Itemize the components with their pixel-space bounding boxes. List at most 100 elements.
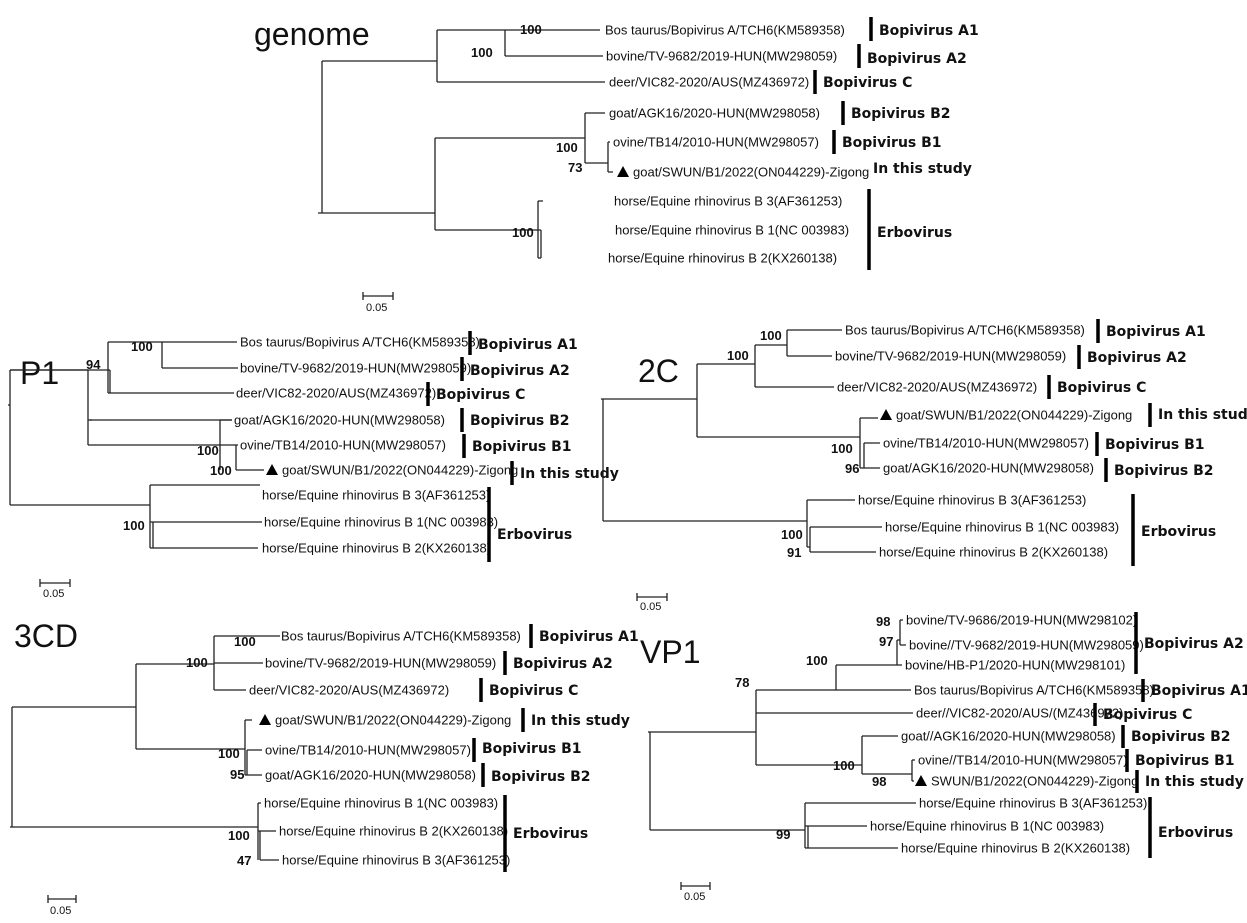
leaf-label: bovine/TV-9682/2019-HUN(MW298059): [240, 361, 471, 376]
tree-genome: genome 100 100 100 73 100 Bos taurus/Bop…: [254, 16, 979, 314]
group-label: Bopivirus A2: [867, 51, 967, 67]
tree-branches: [213, 663, 246, 691]
leaf-label: goat//AGK16/2020-HUN(MW298058): [901, 729, 1116, 744]
leaf-label: horse/Equine rhinovirus B 1(NC 003983): [870, 819, 1104, 834]
bootstrap-value: 100: [210, 463, 232, 478]
bootstrap-value: 100: [228, 828, 250, 843]
bootstrap-value: 100: [471, 45, 493, 60]
bootstrap-value: 95: [230, 767, 244, 782]
bootstrap-value: 100: [556, 140, 578, 155]
leaf-label: ovine/TB14/2010-HUN(MW298057): [613, 135, 819, 150]
bootstrap-value: 100: [197, 443, 219, 458]
tree-title: genome: [254, 16, 370, 52]
leaf-label: Bos taurus/Bopivirus A/TCH6(KM589358): [240, 335, 480, 350]
triangle-marker-icon: [915, 775, 927, 786]
group-label: Bopivirus B1: [842, 135, 942, 151]
tree-branches: [87, 419, 264, 471]
group-label: Erbovirus: [877, 225, 952, 241]
leaf-label: bovine/TV-9682/2019-HUN(MW298059): [835, 349, 1066, 364]
group-label: Bopivirus A2: [1144, 636, 1244, 652]
bootstrap-value: 91: [787, 545, 801, 560]
leaf-label: horse/Equine rhinovirus B 3(AF361253): [282, 853, 510, 868]
leaf-label: goat/SWUN/B1/2022(ON044229)-Zigong: [275, 713, 511, 728]
group-label: Erbovirus: [497, 527, 572, 543]
group-label: Bopivirus A1: [1106, 324, 1206, 340]
leaf-label: goat/AGK16/2020-HUN(MW298058): [234, 413, 445, 428]
leaf-label: horse/Equine rhinovirus B 3(AF361253): [919, 796, 1147, 811]
triangle-marker-icon: [880, 409, 892, 420]
bootstrap-value: 100: [186, 655, 208, 670]
group-label: Bopivirus B2: [851, 106, 951, 122]
tree-title: 2C: [638, 353, 679, 389]
bootstrap-value: 96: [845, 461, 859, 476]
group-label: In this study: [873, 161, 972, 177]
bootstrap-value: 100: [760, 328, 782, 343]
group-label: Erbovirus: [1158, 825, 1233, 841]
bootstrap-value: 100: [234, 634, 256, 649]
bootstrap-value: 98: [872, 774, 886, 789]
leaf-label: horse/Equine rhinovirus B 2(KX260138): [608, 251, 837, 266]
group-label: Bopivirus A2: [470, 363, 570, 379]
leaf-label: horse/Equine rhinovirus B 3(AF361253): [858, 493, 1086, 508]
leaf-label: bovine/TV-9682/2019-HUN(MW298059): [265, 656, 496, 671]
tree-branches: [601, 329, 882, 553]
triangle-marker-icon: [259, 714, 271, 725]
triangle-marker-icon: [617, 166, 629, 177]
leaf-label: Bos taurus/Bopivirus A/TCH6(KM589358): [281, 629, 521, 644]
leaf-label: ovine/TB14/2010-HUN(MW298057): [883, 436, 1089, 451]
leaf-label: bovine/TV-9686/2019-HUN(MW298102): [906, 613, 1137, 628]
leaf-label: deer/VIC82-2020/AUS(MZ436972): [236, 386, 436, 401]
group-label: Erbovirus: [1141, 524, 1216, 540]
tree-p1: P1 100 94 100 100 100 Bos taurus/Bopivir…: [8, 331, 619, 600]
tree-branches: [318, 29, 613, 259]
leaf-label: deer//VIC82-2020/AUS/(MZ436972): [916, 706, 1123, 721]
group-label: Bopivirus B1: [1135, 753, 1235, 769]
leaf-label: goat/SWUN/B1/2022(ON044229)-Zigong: [282, 463, 518, 478]
bootstrap-value: 73: [568, 160, 582, 175]
bootstrap-value: 100: [727, 348, 749, 363]
tree-title: P1: [20, 355, 59, 391]
group-label: Bopivirus C: [823, 75, 912, 91]
group-label: Bopivirus A2: [513, 656, 613, 672]
group-label: Bopivirus C: [489, 683, 578, 699]
leaf-label: Bos taurus/Bopivirus A/TCH6(KM589358): [605, 23, 845, 38]
leaf-label: horse/Equine rhinovirus B 2(KX260138): [879, 545, 1108, 560]
bootstrap-value: 98: [876, 614, 890, 629]
leaf-label: horse/Equine rhinovirus B 3(AF361253): [262, 488, 490, 503]
group-label: Bopivirus B1: [472, 439, 572, 455]
leaf-label: ovine//TB14/2010-HUN(MW298057): [918, 753, 1128, 768]
leaf-label: horse/Equine rhinovirus B 1(NC 003983): [264, 796, 498, 811]
tree-3cd: 3CD 100 100 100 95 100 47 Bos taurus/Bop…: [10, 618, 639, 917]
leaf-label: bovine/TV-9682/2019-HUN(MW298059): [606, 49, 837, 64]
leaf-label: goat/AGK16/2020-HUN(MW298058): [609, 106, 820, 121]
leaf-label: ovine/TB14/2010-HUN(MW298057): [240, 438, 446, 453]
leaf-label: deer/VIC82-2020/AUS(MZ436972): [249, 683, 449, 698]
leaf-label: deer/VIC82-2020/AUS(MZ436972): [609, 75, 809, 90]
scale-bar: [680, 882, 711, 890]
leaf-label: Bos taurus/Bopivirus A/TCH6(KM589358): [914, 683, 1154, 698]
scale-bar: [39, 579, 71, 587]
bootstrap-value: 99: [776, 827, 790, 842]
leaf-label: goat/AGK16/2020-HUN(MW298058): [883, 461, 1094, 476]
bootstrap-value: 100: [520, 22, 542, 37]
bootstrap-value: 94: [86, 357, 101, 372]
tree-vp1: VP1 98 97 100 78 100 98 99 bovine/TV-968…: [640, 612, 1247, 903]
tree-branches: [10, 369, 232, 470]
bootstrap-value: 97: [879, 634, 893, 649]
group-label: Bopivirus C: [1103, 707, 1192, 723]
leaf-label: horse/Equine rhinovirus B 2(KX260138): [901, 841, 1130, 856]
tree-title: 3CD: [14, 618, 78, 654]
bootstrap-value: 100: [218, 746, 240, 761]
leaf-label: deer/VIC82-2020/AUS(MZ436972): [837, 380, 1037, 395]
leaf-label: horse/Equine rhinovirus B 2(KX260138): [262, 541, 491, 556]
bootstrap-value: 100: [833, 758, 855, 773]
leaf-label: goat/SWUN/B1/2022(ON044229)-Zigong: [633, 165, 869, 180]
group-label: Bopivirus A1: [1151, 683, 1247, 699]
scale-label: 0.05: [640, 601, 661, 613]
leaf-label: horse/Equine rhinovirus B 2(KX260138): [279, 824, 508, 839]
scale-label: 0.05: [684, 891, 705, 903]
tree-2c: 2C 100 100 100 96 100 91 Bos taurus/Bopi…: [601, 319, 1247, 613]
group-label: Bopivirus B2: [1131, 729, 1231, 745]
group-label: Bopivirus B1: [482, 741, 582, 757]
